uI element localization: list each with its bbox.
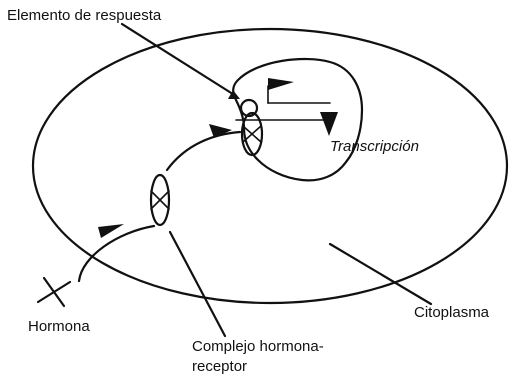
label-cytoplasm: Citoplasma xyxy=(414,304,490,321)
transcription-arrowhead-lower xyxy=(320,112,338,136)
complex-leader xyxy=(168,230,227,338)
label-complex-line2: receptor xyxy=(192,358,247,375)
hormone-path xyxy=(77,224,156,283)
response-element-leader-head xyxy=(228,90,240,99)
transcription-arrowhead-upper xyxy=(268,78,294,90)
hormone-path-arrowhead xyxy=(98,224,124,238)
label-complex-line1: Complejo hormona- xyxy=(192,338,324,355)
complex-cross-b xyxy=(150,190,170,210)
nuclear-complex-cross-b xyxy=(242,125,262,143)
label-response-element: Elemento de respuesta xyxy=(7,7,162,24)
label-hormone: Hormona xyxy=(28,318,90,335)
nuclear-entry-arrowhead xyxy=(209,124,232,138)
response-element-leader xyxy=(120,22,238,98)
hormone-mark-line-b xyxy=(42,276,66,308)
label-transcription: Transcripción xyxy=(330,138,419,155)
cytoplasm-leader xyxy=(328,242,433,306)
cell-membrane xyxy=(31,27,509,305)
response-element-site xyxy=(239,98,259,118)
hormone-receptor-complex-nucleus xyxy=(240,111,264,157)
nuclear-entry-path xyxy=(165,130,242,172)
hormone-receptor-complex-cytoplasm xyxy=(149,173,171,227)
